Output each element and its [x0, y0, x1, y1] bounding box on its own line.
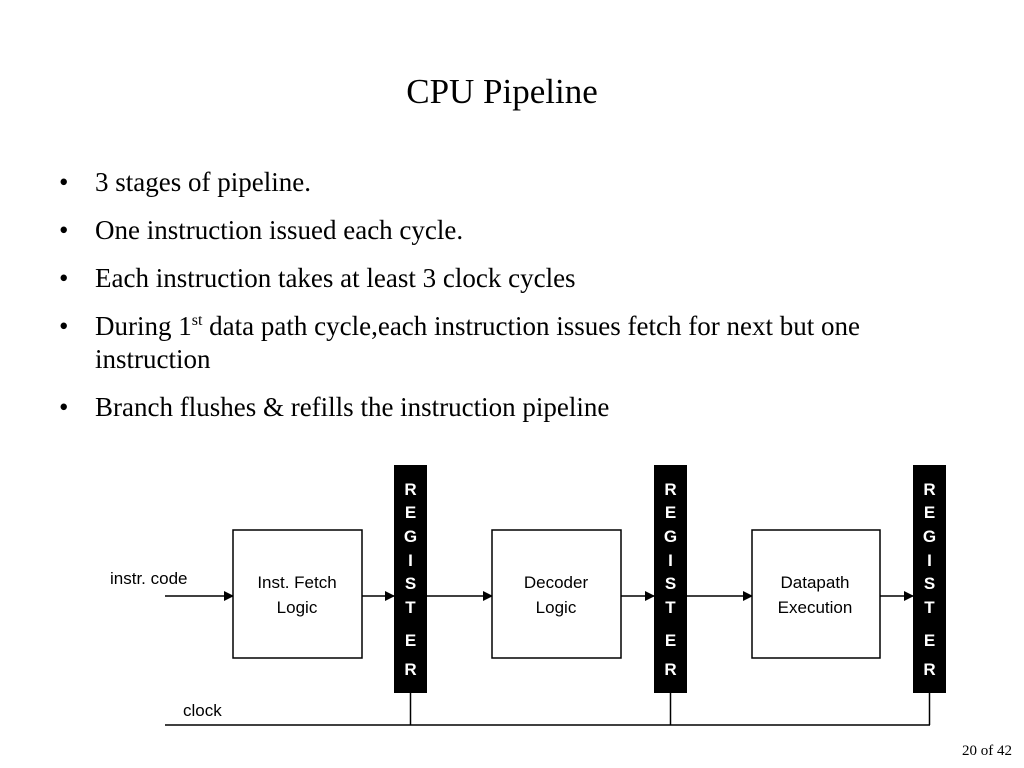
register-letter: I	[408, 551, 413, 570]
register-letter: I	[927, 551, 932, 570]
bullet-dot-icon: •	[59, 392, 69, 422]
bullet-text-prefix: During 1	[95, 311, 192, 341]
register-bar-3	[913, 465, 946, 693]
register-letter: S	[924, 574, 935, 593]
stage-label-line2: Execution	[778, 598, 853, 617]
register-letter: R	[404, 660, 416, 679]
register-bar-1	[394, 465, 427, 693]
bullet-item: • During 1st data path cycle,each instru…	[58, 310, 978, 376]
register-bar-2	[654, 465, 687, 693]
bullet-item: • 3 stages of pipeline.	[58, 166, 978, 199]
register-letter: E	[924, 631, 935, 650]
stage-box-decode	[491, 529, 622, 659]
register-letter: R	[664, 480, 676, 499]
bullet-list: • 3 stages of pipeline. • One instructio…	[58, 166, 978, 439]
register-letter: R	[404, 480, 416, 499]
ordinal-suffix: st	[191, 312, 203, 329]
bullet-dot-icon: •	[59, 263, 69, 293]
stage-box-execute	[751, 529, 881, 659]
clock-label: clock	[183, 701, 222, 720]
bullet-dot-icon: •	[59, 311, 69, 341]
slide-title: CPU Pipeline	[406, 72, 598, 111]
bullet-text-suffix: data path cycle,each instruction issues …	[95, 311, 860, 374]
bullet-item: • Each instruction takes at least 3 cloc…	[58, 262, 978, 295]
register-letter: R	[923, 480, 935, 499]
page-number: 20 of 42	[962, 743, 1012, 759]
register-letter: G	[923, 527, 936, 546]
register-letter: T	[405, 598, 416, 617]
bullet-text: One instruction issued each cycle.	[95, 215, 464, 245]
register-letter: T	[665, 598, 676, 617]
stage-box-fetch	[232, 529, 363, 659]
register-letter: T	[924, 598, 935, 617]
bullet-item: • Branch flushes & refills the instructi…	[58, 391, 978, 424]
register-letter: S	[405, 574, 416, 593]
stage-label-line1: Inst. Fetch	[257, 573, 336, 592]
bullet-item: • One instruction issued each cycle.	[58, 214, 978, 247]
bullet-text: 3 stages of pipeline.	[95, 167, 311, 197]
register-letter: S	[665, 574, 676, 593]
bullet-text: Branch flushes & refills the instruction…	[95, 392, 610, 422]
register-letter: E	[665, 503, 676, 522]
register-letter: G	[404, 527, 417, 546]
input-label: instr. code	[110, 569, 188, 588]
register-letter: E	[405, 503, 416, 522]
register-letter: E	[924, 503, 935, 522]
bullet-dot-icon: •	[59, 167, 69, 197]
stage-label-line2: Logic	[277, 598, 318, 617]
stage-label-line1: Decoder	[524, 573, 589, 592]
bullet-dot-icon: •	[59, 215, 69, 245]
bullet-text: Each instruction takes at least 3 clock …	[95, 263, 576, 293]
stage-label-line2: Logic	[536, 598, 577, 617]
register-letter: R	[923, 660, 935, 679]
register-letter: R	[664, 660, 676, 679]
register-letter: I	[668, 551, 673, 570]
stage-label-line1: Datapath	[781, 573, 850, 592]
register-letter: G	[664, 527, 677, 546]
register-letter: E	[665, 631, 676, 650]
register-letter: E	[405, 631, 416, 650]
